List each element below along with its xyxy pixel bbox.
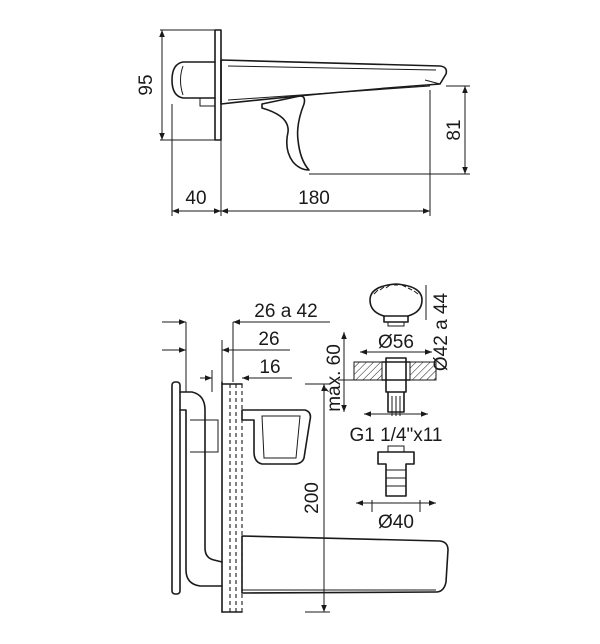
side-wall-plate bbox=[171, 381, 181, 595]
wall-plate bbox=[214, 29, 222, 141]
dim-81-label: 81 bbox=[444, 119, 465, 140]
dim-26-42-label: 26 a 42 bbox=[254, 301, 317, 322]
dim-200-label: 200 bbox=[302, 482, 323, 514]
rear-pipe bbox=[179, 391, 223, 563]
dim-40-diam-label: Ø40 bbox=[378, 512, 414, 533]
counter-right bbox=[409, 361, 437, 381]
dim-26-label: 26 bbox=[258, 329, 279, 350]
dim-40-label: 40 bbox=[185, 188, 206, 209]
side-view: 26 a 42 26 16 200 bbox=[162, 301, 449, 613]
dim-180-label: 180 bbox=[298, 188, 330, 209]
side-spout bbox=[241, 535, 449, 594]
lever-handle bbox=[261, 95, 310, 171]
dim-56-label: Ø56 bbox=[378, 332, 414, 353]
spout bbox=[220, 59, 448, 105]
knurled-cap bbox=[369, 283, 423, 317]
drain-body bbox=[385, 357, 407, 393]
dim-16-label: 16 bbox=[259, 357, 280, 378]
dim-max-60-label: máx. 60 bbox=[324, 344, 345, 412]
dim-95-label: 95 bbox=[136, 74, 157, 95]
rear-body bbox=[171, 61, 216, 99]
dim-42-44-label: Ø42 a 44 bbox=[431, 292, 452, 371]
counter-left bbox=[353, 361, 383, 381]
dim-thread-label: G1 1/4"x11 bbox=[349, 425, 442, 446]
top-view: 95 81 40 180 bbox=[136, 29, 470, 216]
lower-fitting bbox=[377, 451, 415, 497]
side-lever bbox=[241, 409, 312, 465]
detail-view: Ø56 Ø42 a 44 máx. 60 G1 1/4"x11 Ø40 bbox=[324, 283, 452, 533]
